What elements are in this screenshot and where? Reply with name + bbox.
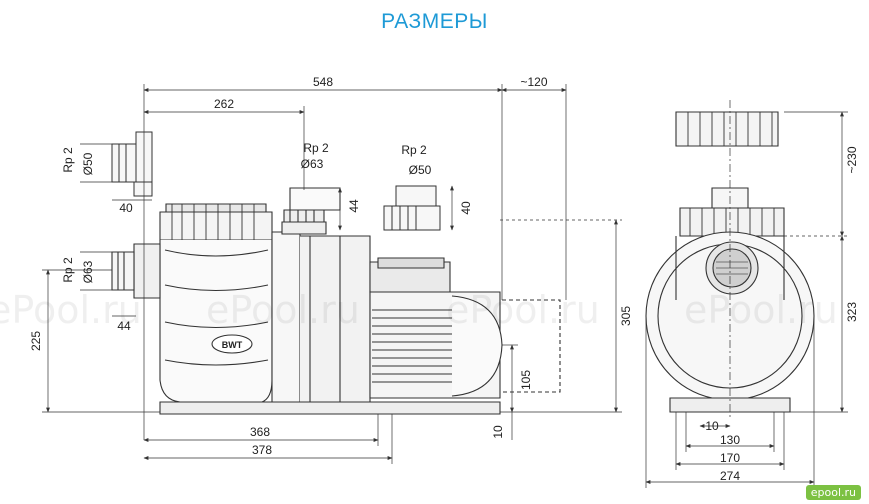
dim-40-right-fitting: 40 bbox=[459, 201, 473, 215]
dim-rp2-inlet: Rp 2 bbox=[61, 257, 75, 283]
dim-o63-top-outlet: Ø63 bbox=[301, 157, 324, 171]
dim-rp2-top-outlet: Rp 2 bbox=[303, 141, 329, 155]
dimension-lines bbox=[42, 84, 848, 488]
dim-368: 368 bbox=[250, 425, 270, 439]
dim-548: 548 bbox=[313, 75, 333, 89]
dim-130: 130 bbox=[720, 433, 740, 447]
fitting-rp2-50-left bbox=[111, 131, 153, 197]
dim-rp2-right-fitting: Rp 2 bbox=[401, 143, 427, 157]
fitting-rp2-50-right bbox=[383, 185, 441, 231]
dimension-labels: 548 ~120 262 Rp 2 Ø50 40 Rp 2 Ø63 44 Rp … bbox=[29, 75, 859, 483]
dim-105: 105 bbox=[519, 370, 533, 390]
dim-rp2-left-top: Rp 2 bbox=[61, 147, 75, 173]
dim-44-top-outlet: 44 bbox=[347, 199, 361, 213]
dim-323: 323 bbox=[845, 302, 859, 322]
dim-230: ~230 bbox=[845, 146, 859, 173]
dim-o63-inlet: Ø63 bbox=[81, 260, 95, 283]
dim-44-inlet: 44 bbox=[117, 319, 131, 333]
dim-120: ~120 bbox=[520, 75, 547, 89]
dim-225: 225 bbox=[29, 331, 43, 351]
dim-378: 378 bbox=[252, 443, 272, 457]
dim-305: 305 bbox=[619, 306, 633, 326]
dim-o50-right-fitting: Ø50 bbox=[409, 163, 432, 177]
brand-label: BWT bbox=[222, 340, 243, 350]
dim-10-side: 10 bbox=[491, 425, 505, 439]
site-logo: epool.ru bbox=[805, 485, 861, 500]
dim-170: 170 bbox=[720, 451, 740, 465]
page-title: РАЗМЕРЫ bbox=[381, 10, 488, 33]
dim-10-front: 10 bbox=[705, 419, 719, 433]
dim-274: 274 bbox=[720, 469, 740, 483]
dim-40-left: 40 bbox=[119, 201, 133, 215]
dim-o50-left: Ø50 bbox=[81, 152, 95, 175]
pump-side-view: BWT bbox=[111, 187, 561, 415]
dim-262: 262 bbox=[214, 97, 234, 111]
